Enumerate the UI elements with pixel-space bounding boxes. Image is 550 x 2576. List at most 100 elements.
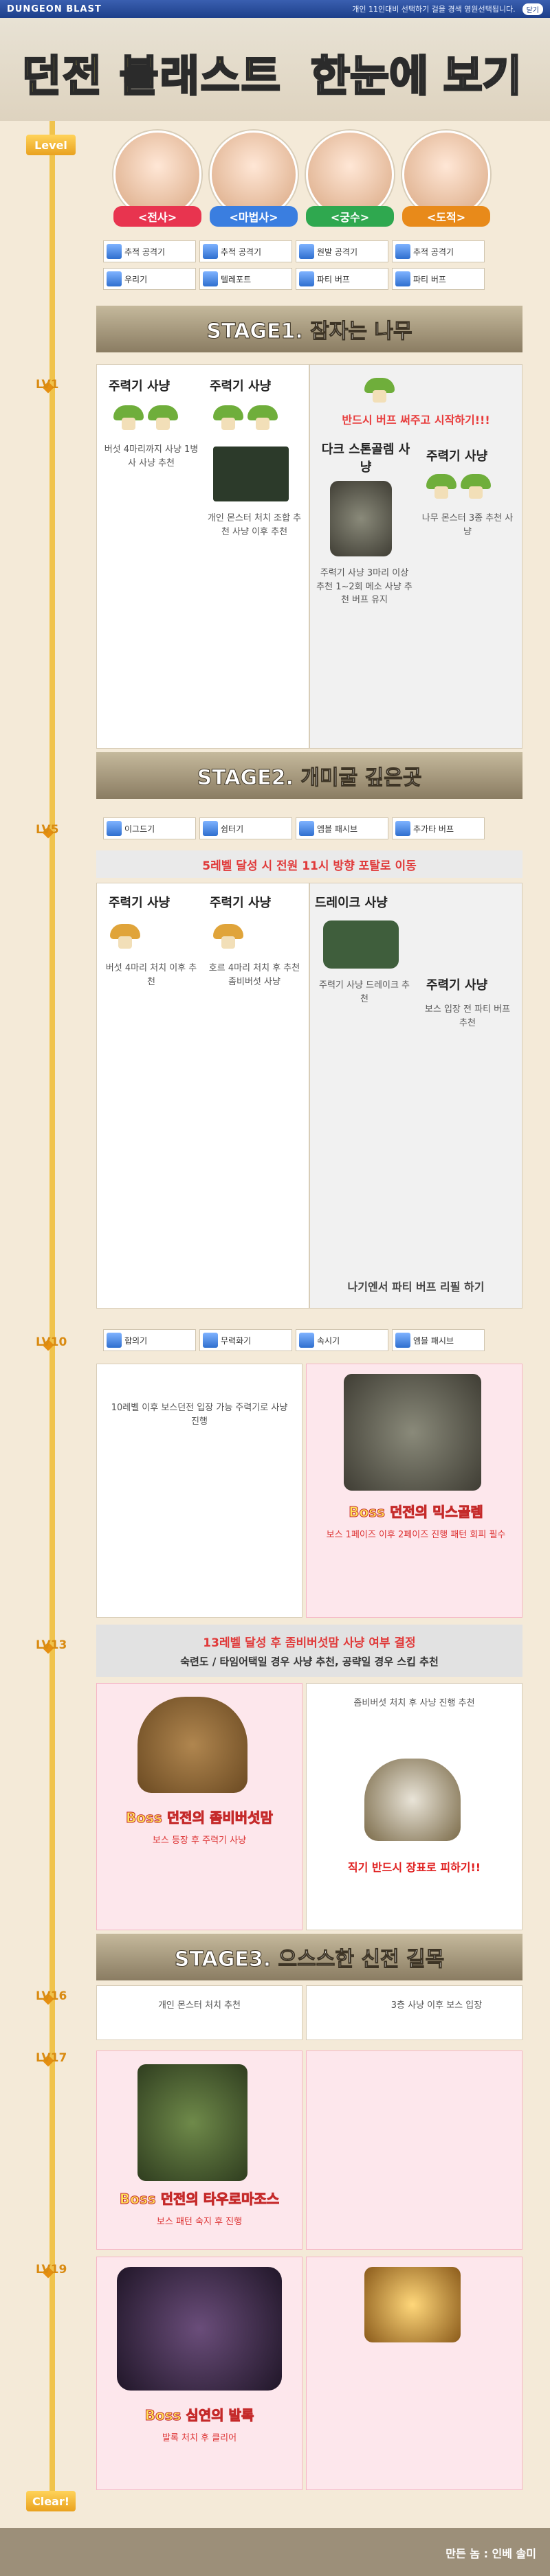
page-subtitle: 한눈에 보기 [310, 50, 523, 102]
drake-icon [323, 920, 399, 969]
lv10-left-text: 10레벨 이후 보스던전 입장 가능 주력기로 사냥 진행 [111, 1403, 288, 1427]
lv19-boss-text: 발록 처치 후 클리어 [162, 2433, 237, 2443]
title-bar: DUNGEON BLAST 개인 11인대비 선택하기 걸을 경색 영원선택됩니… [0, 0, 550, 18]
lv1-col4-text: 나무 몬스터 3종 추천 사냥 [421, 513, 514, 537]
lv5-col3-title: 드레이크 사냥 [315, 896, 388, 910]
lv10-skill-1: 합의기 [103, 1329, 196, 1351]
skill-archer-2: 파티 버프 [296, 268, 388, 290]
lv13-right-text: 좀비버섯 처치 후 사냥 진행 추천 [353, 1698, 475, 1708]
top-menu[interactable]: 개인 11인대비 선택하기 걸을 경색 영원선택됩니다. [352, 5, 516, 14]
class-label-mage: <마법사> [210, 206, 298, 227]
lv5-skill-4: 추가타 버프 [392, 817, 485, 839]
skill-icon [203, 244, 218, 259]
lv5-skill-1: 이그드기 [103, 817, 196, 839]
archer-portrait [306, 131, 394, 218]
lv10-skill-2: 무력화기 [199, 1329, 292, 1351]
lv10-skill-3: 속시기 [296, 1329, 388, 1351]
lv13-boss-text: 보스 등장 후 주력기 사냥 [152, 1835, 247, 1846]
skill-icon [203, 1333, 218, 1348]
balrog-icon [117, 2267, 282, 2391]
lv13-boss-name: Boss 던전의 좀비버섯맘 [126, 1809, 274, 1827]
skill-icon [107, 1333, 122, 1348]
lv5-party-buff: 나기엔서 파티 버프 리필 하기 [347, 1280, 485, 1293]
lv5-skill-3: 엠블 패시브 [296, 817, 388, 839]
green-mushroom-icon [248, 405, 278, 430]
lv10-skill-4: 엠블 패시브 [392, 1329, 485, 1351]
lv1-col3-title: 다크 스톤골렘 사냥 [321, 442, 410, 475]
monster-screenshot [213, 447, 289, 501]
lv19-boss-name: Boss 심연의 발록 [144, 2407, 254, 2424]
footer-credit: 만든 놈 : 인베 솔미 [446, 2547, 536, 2560]
lv13-decision-notice: 13레벨 달성 후 좀비버섯맘 사냥 여부 결정 숙련도 / 타임어택일 경우 … [96, 1625, 522, 1677]
page-title: 던전 블래스트 [21, 50, 282, 102]
lv5-col4-title: 주력기 사냥 [426, 978, 488, 993]
taurospear-icon [138, 2064, 248, 2181]
lv16-left-panel [96, 1985, 302, 2040]
skill-icon [107, 821, 122, 836]
lv1-col4-title: 주력기 사냥 [426, 449, 488, 464]
lv5-skill-2: 쉼터기 [199, 817, 292, 839]
lv17-boss-text: 보스 패턴 숙지 후 진행 [156, 2217, 243, 2227]
skill-icon [395, 244, 410, 259]
skill-icon [395, 1333, 410, 1348]
skill-icon [299, 244, 314, 259]
lv5-col1-title: 주력기 사냥 [109, 896, 170, 910]
green-mushroom-icon [364, 378, 395, 403]
skill-archer-1: 원발 공격기 [296, 240, 388, 262]
skill-icon [107, 271, 122, 286]
skill-icon [203, 821, 218, 836]
lv13-notice-line2: 숙련도 / 타임어택일 경우 사냥 추천, 공략일 경우 스킵 추천 [180, 1656, 439, 1668]
skill-thief-2: 파티 버프 [392, 268, 485, 290]
mixed-golem-icon [344, 1374, 481, 1491]
lv1-warning: 반드시 버프 써주고 시작하기!!! [342, 414, 490, 427]
lv10-boss-name: Boss 던전의 믹스골렘 [349, 1504, 484, 1521]
thief-portrait [402, 131, 490, 218]
level-lv13: LV13 [36, 1638, 67, 1652]
skill-warrior-2: 우리기 [103, 268, 196, 290]
level-lv1: LV1 [36, 378, 59, 392]
level-timeline [50, 121, 55, 2507]
golden-effect-icon [364, 2267, 461, 2342]
lv5-left-panel [96, 883, 309, 1309]
skill-icon [395, 821, 410, 836]
skill-icon [203, 271, 218, 286]
warrior-portrait [113, 131, 201, 218]
lv17-boss-name: Boss 던전의 타우로마조스 [119, 2191, 280, 2208]
footer [0, 2528, 550, 2576]
skill-warrior-1: 추적 공격기 [103, 240, 196, 262]
class-label-thief: <도적> [402, 206, 490, 227]
lv5-col2-title: 주력기 사냥 [210, 896, 272, 910]
hero-banner: 던전 블래스트 한눈에 보기 [0, 18, 550, 121]
horny-mushroom-icon [213, 924, 243, 949]
stage-3-banner: STAGE3. 으스스한 신전 길목 [96, 1934, 522, 1980]
close-button[interactable]: 닫기 [522, 3, 543, 15]
lv5-col1-text: 버섯 4마리 처치 이후 추천 [105, 963, 197, 987]
zombie-mushmom-icon [138, 1697, 248, 1793]
level-lv16: LV16 [36, 1989, 67, 2003]
green-mushroom-icon [213, 405, 243, 430]
clear-badge: Clear! [26, 2491, 76, 2511]
lv1-col1-text: 버섯 4마리까지 사냥 1병사 사냥 추천 [104, 444, 199, 468]
green-mushroom-icon [426, 474, 456, 499]
zombie-mushroom-icon [364, 1759, 461, 1841]
stage-2-banner: STAGE2. 개미굴 깊은곳 [96, 752, 522, 799]
skill-mage-2: 텔레포트 [199, 268, 292, 290]
lv10-boss-text: 보스 1페이즈 이후 2페이즈 진행 패턴 회피 필수 [326, 1530, 506, 1540]
level-lv5: LV5 [36, 823, 59, 837]
green-mushroom-icon [113, 405, 144, 430]
skill-mage-1: 추적 공격기 [199, 240, 292, 262]
lv1-col3-text: 주력기 사냥 3마리 이상 추천 1~2회 메소 사냥 추천 버프 유지 [316, 568, 412, 605]
lv5-col4-text: 보스 입장 전 파티 버프 추천 [424, 1004, 511, 1028]
lv5-portal-notice: 5레벨 달성 시 전원 11시 방향 포탈로 이동 [96, 850, 522, 878]
lv17-right-panel [306, 2050, 522, 2250]
stage-1-banner: STAGE1. 잠자는 나무 [96, 306, 522, 352]
lv5-col3-text: 주력기 사냥 드레이크 추천 [319, 980, 410, 1004]
lv1-col2-text: 개인 몬스터 처치 조합 추천 사냥 이후 추천 [207, 513, 302, 537]
lv13-notice-line1: 13레벨 달성 후 좀비버섯맘 사냥 여부 결정 [203, 1636, 416, 1650]
skill-thief-1: 추적 공격기 [392, 240, 485, 262]
level-badge: Level [26, 135, 76, 155]
lv1-col2-title: 주력기 사냥 [210, 379, 272, 394]
skill-icon [299, 1333, 314, 1348]
skill-icon [299, 821, 314, 836]
lv10-left-panel [96, 1364, 302, 1618]
